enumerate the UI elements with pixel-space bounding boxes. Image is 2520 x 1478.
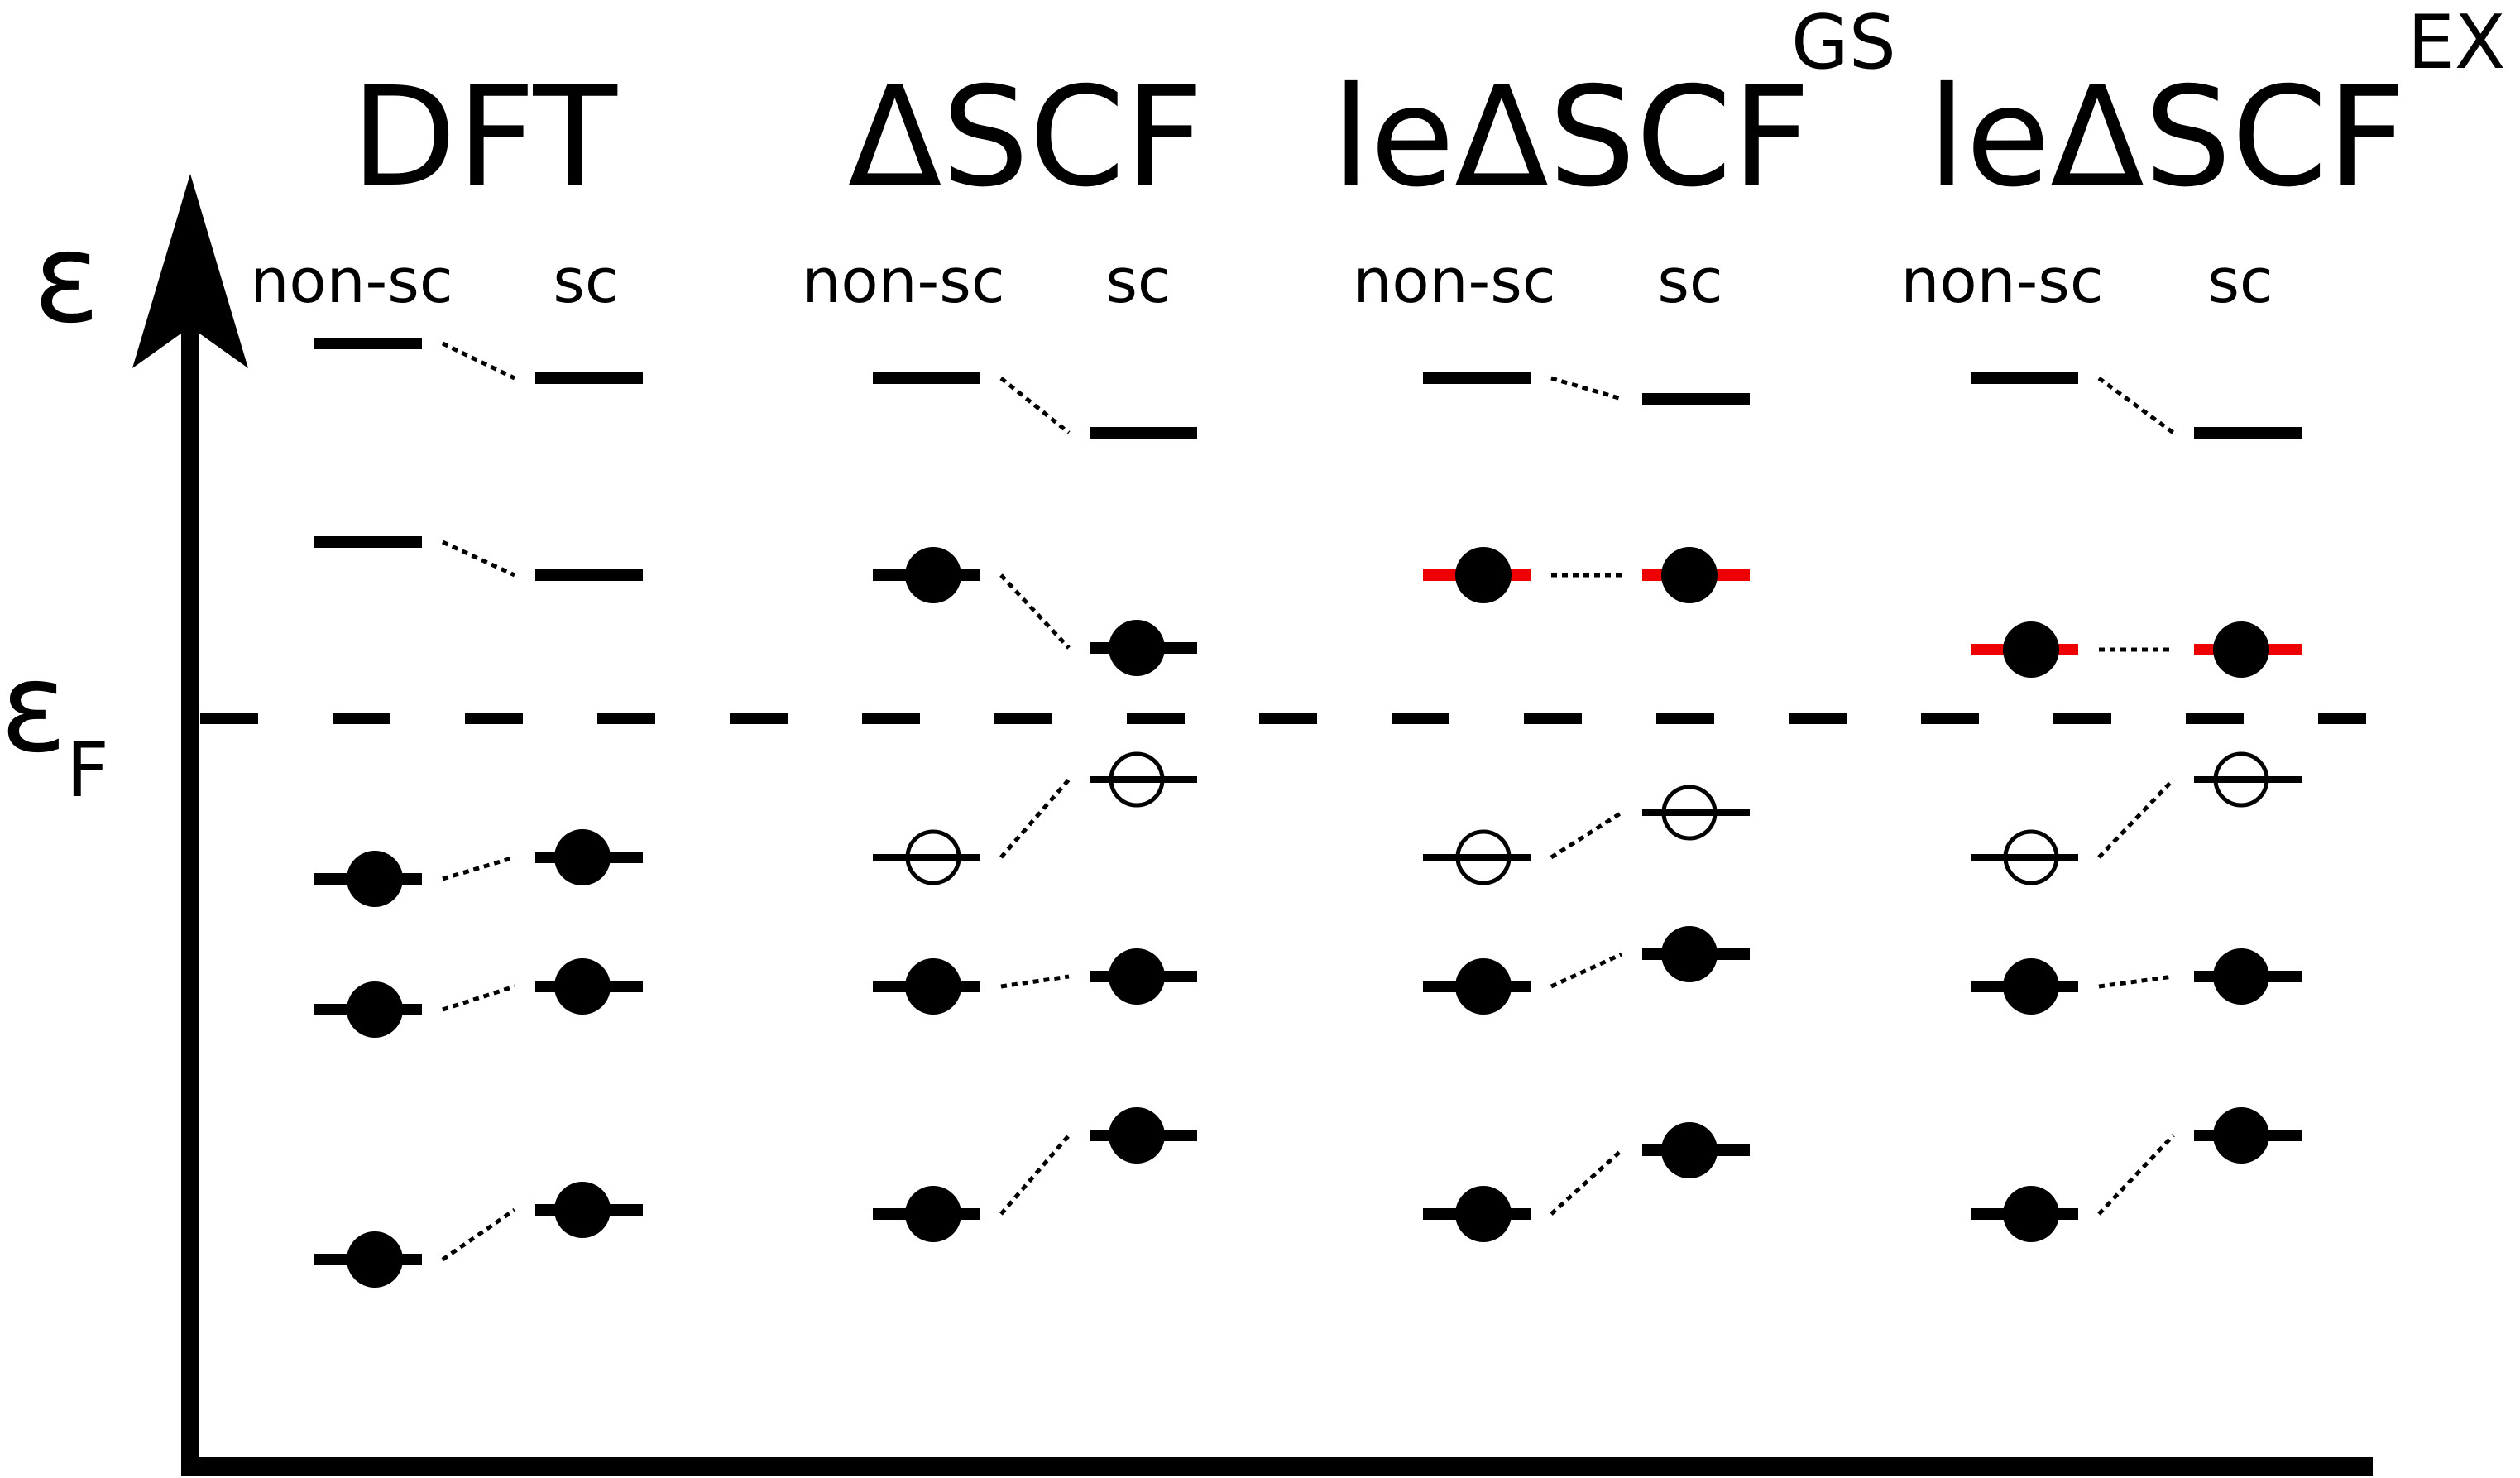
le-delta-scf-ex-level-4-connector: [2098, 974, 2174, 989]
le-gs-sc-label: sc: [1657, 246, 1722, 317]
delta-scf-non-sc-label: non-sc: [802, 246, 1004, 317]
le-delta-scf-gs-level-3-sc-hole: [1661, 785, 1718, 841]
dft-level-2-connector: [441, 540, 516, 578]
energy-axis-label: ε: [33, 207, 100, 351]
fermi-subscript: F: [66, 727, 109, 814]
le-delta-scf-gs-level-4-sc-electron: [1661, 926, 1718, 982]
le-delta-scf-gs-level-5-connector: [1550, 1149, 1623, 1216]
le-delta-scf-ex-level-3-non-sc-hole: [2003, 829, 2059, 885]
le-delta-scf-gs-level-5-non-sc-electron: [1455, 1186, 1512, 1242]
delta-scf-level-5-non-sc-electron: [905, 1186, 961, 1242]
le-delta-scf-ex-level-1-connector: [2097, 376, 2175, 435]
dft-level-4-connector: [442, 984, 515, 1012]
delta-scf-level-3-non-sc-hole: [905, 829, 961, 885]
delta-scf-level-4-sc-electron: [1109, 948, 1165, 1005]
delta-scf-level-2-non-sc-electron: [905, 547, 961, 603]
fermi-symbol: ε: [0, 636, 67, 780]
le-delta-scf-ex-level-2-non-sc-electron: [2003, 621, 2059, 678]
delta-scf-level-3-connector: [999, 778, 1071, 859]
dft-non-sc-label: non-sc: [250, 246, 453, 317]
le-delta-scf-ex-level-3-connector: [2097, 778, 2175, 859]
le-ex-sc-label: sc: [2207, 246, 2273, 317]
le-delta-scf-ex-level-5-non-sc-electron: [2003, 1186, 2059, 1242]
delta-scf-level-2-connector: [999, 573, 1071, 650]
column-title-le-delta-scf-gs: leΔSCF: [1332, 58, 1811, 218]
le-delta-scf-ex-level-5-sc-electron: [2213, 1107, 2269, 1164]
le-gs-non-sc-label: non-sc: [1353, 246, 1555, 317]
le-delta-scf-gs-level-2-non-sc-electron: [1455, 547, 1512, 603]
delta-scf-level-1-connector: [999, 377, 1071, 434]
column-title-le-delta-scf-ex: leΔSCF: [1928, 58, 2407, 218]
delta-scf-level-3-sc-hole: [1109, 751, 1165, 808]
column-dft: [314, 338, 643, 1288]
le-delta-scf-gs-level-3-connector: [1550, 810, 1623, 860]
energy-levels: [314, 338, 2302, 1288]
le-delta-scf-ex-level-3-sc-hole: [2213, 751, 2269, 808]
le-delta-scf-ex-level-4-non-sc-electron: [2003, 958, 2059, 1015]
dft-level-5-sc-electron: [554, 1182, 611, 1238]
column-title-dft: DFT: [351, 58, 617, 218]
dft-level-4-non-sc-electron: [347, 981, 403, 1038]
le-delta-scf-gs-level-4-connector: [1550, 952, 1623, 989]
dft-level-3-connector: [442, 855, 515, 881]
dft-level-1-connector: [441, 341, 516, 381]
delta-scf-level-4-non-sc-electron: [905, 958, 961, 1015]
sub-labels: non-sc sc non-sc sc non-sc sc non-sc sc: [250, 246, 2273, 317]
dft-level-3-sc-electron: [554, 829, 611, 885]
column-title-delta-scf: ΔSCF: [848, 58, 1204, 218]
column-delta-scf: [873, 372, 1197, 1242]
y-axis-arrowhead: [132, 174, 248, 368]
delta-scf-level-4-connector: [1000, 974, 1070, 989]
dft-sc-label: sc: [553, 246, 618, 317]
dft-level-4-sc-electron: [554, 958, 611, 1015]
le-delta-scf-gs-level-5-sc-electron: [1661, 1122, 1718, 1178]
le-delta-scf-gs-level-2-sc-electron: [1661, 547, 1718, 603]
le-delta-scf-ex-level-5-connector: [2097, 1134, 2175, 1216]
le-delta-scf-ex-level-4-sc-electron: [2213, 948, 2269, 1005]
axes: [132, 174, 2373, 1476]
le-delta-scf-gs-level-1-connector: [1550, 376, 1622, 401]
column-superscript-ex: EX: [2407, 0, 2506, 86]
delta-scf-sc-label: sc: [1105, 246, 1171, 317]
le-delta-scf-gs-level-3-non-sc-hole: [1455, 829, 1512, 885]
le-delta-scf-gs-level-4-non-sc-electron: [1455, 958, 1512, 1015]
column-le-delta-scf-ex: [1971, 372, 2302, 1242]
column-superscript-gs: GS: [1791, 0, 1896, 86]
column-le-delta-scf-gs: [1423, 372, 1750, 1242]
le-ex-non-sc-label: non-sc: [1900, 246, 2103, 317]
dft-level-5-non-sc-electron: [347, 1231, 403, 1288]
dft-level-3-non-sc-electron: [347, 851, 403, 907]
fermi-level-label: ε F: [0, 636, 109, 814]
dft-level-5-connector: [441, 1207, 516, 1262]
le-delta-scf-ex-level-2-sc-electron: [2213, 621, 2269, 678]
column-headers: DFT ΔSCF leΔSCF GS leΔSCF EX: [351, 0, 2505, 218]
delta-scf-level-5-connector: [999, 1134, 1071, 1216]
delta-scf-level-5-sc-electron: [1109, 1107, 1165, 1164]
delta-scf-level-2-sc-electron: [1109, 620, 1165, 676]
